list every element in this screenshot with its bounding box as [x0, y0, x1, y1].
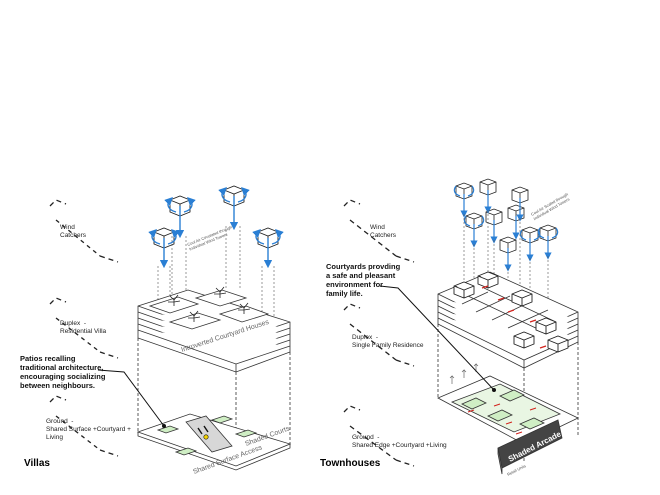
villas-ground-label: Ground - Shared Surface +Courtyard + Liv…: [46, 418, 131, 441]
villas-wind-note: Cool Air Circulated throughIndividual Wi…: [187, 224, 235, 251]
townhouse-cubes: [453, 271, 569, 353]
villas-patio-leader: [97, 369, 166, 428]
airflow-arrows: [453, 185, 559, 272]
villas-patio-note: Patios recalling traditional architectur…: [20, 354, 106, 390]
townhouses-level-markers: [343, 199, 415, 467]
townhouses-wind-note: Cool Air Scaled throughIndividual Wind T…: [530, 192, 571, 222]
villas-duplex-label: Duplex - Residential Villa: [60, 320, 107, 335]
townhouses-wind-label: Wind Catchers: [370, 224, 397, 239]
townhouses-title: Townhouses: [320, 458, 381, 469]
townhouses-courtyard-leader: [379, 285, 496, 392]
villas-level-markers: [49, 199, 119, 457]
townhouses-ground-red-marks: [467, 403, 537, 435]
villas-palm-trees: [168, 286, 251, 322]
villas-frame-lines: [137, 338, 291, 466]
villas-duplex-block: [137, 289, 291, 373]
villas-title: Villas: [24, 458, 50, 469]
villas-ground-plate: [136, 413, 292, 471]
townhouses-ground-plate: [437, 375, 579, 475]
townhouses-ground-label: Ground - Shared Edge +Courtyard +Living: [352, 434, 447, 449]
townhouses-duplex-label: Duplex - Single Family Residence: [352, 334, 424, 349]
wind-catcher-drop-lines: [463, 210, 549, 312]
townhouses-duplex-block: [437, 271, 579, 369]
airflow-arrows: [148, 187, 284, 269]
wind-catcher-drop-lines: [157, 226, 275, 316]
up-arrow-icons: [449, 363, 479, 384]
red-wind-marks: [481, 285, 547, 349]
townhouses-arcade-subtext: Retail Units: [506, 463, 526, 477]
townhouses-diagram: Cool Air Scaled throughIndividual Wind T…: [343, 178, 579, 477]
villas-wind-label: Wind Catchers: [60, 224, 87, 239]
townhouses-courtyard-note: Courtyards provding a safe and pleasant …: [326, 262, 401, 298]
